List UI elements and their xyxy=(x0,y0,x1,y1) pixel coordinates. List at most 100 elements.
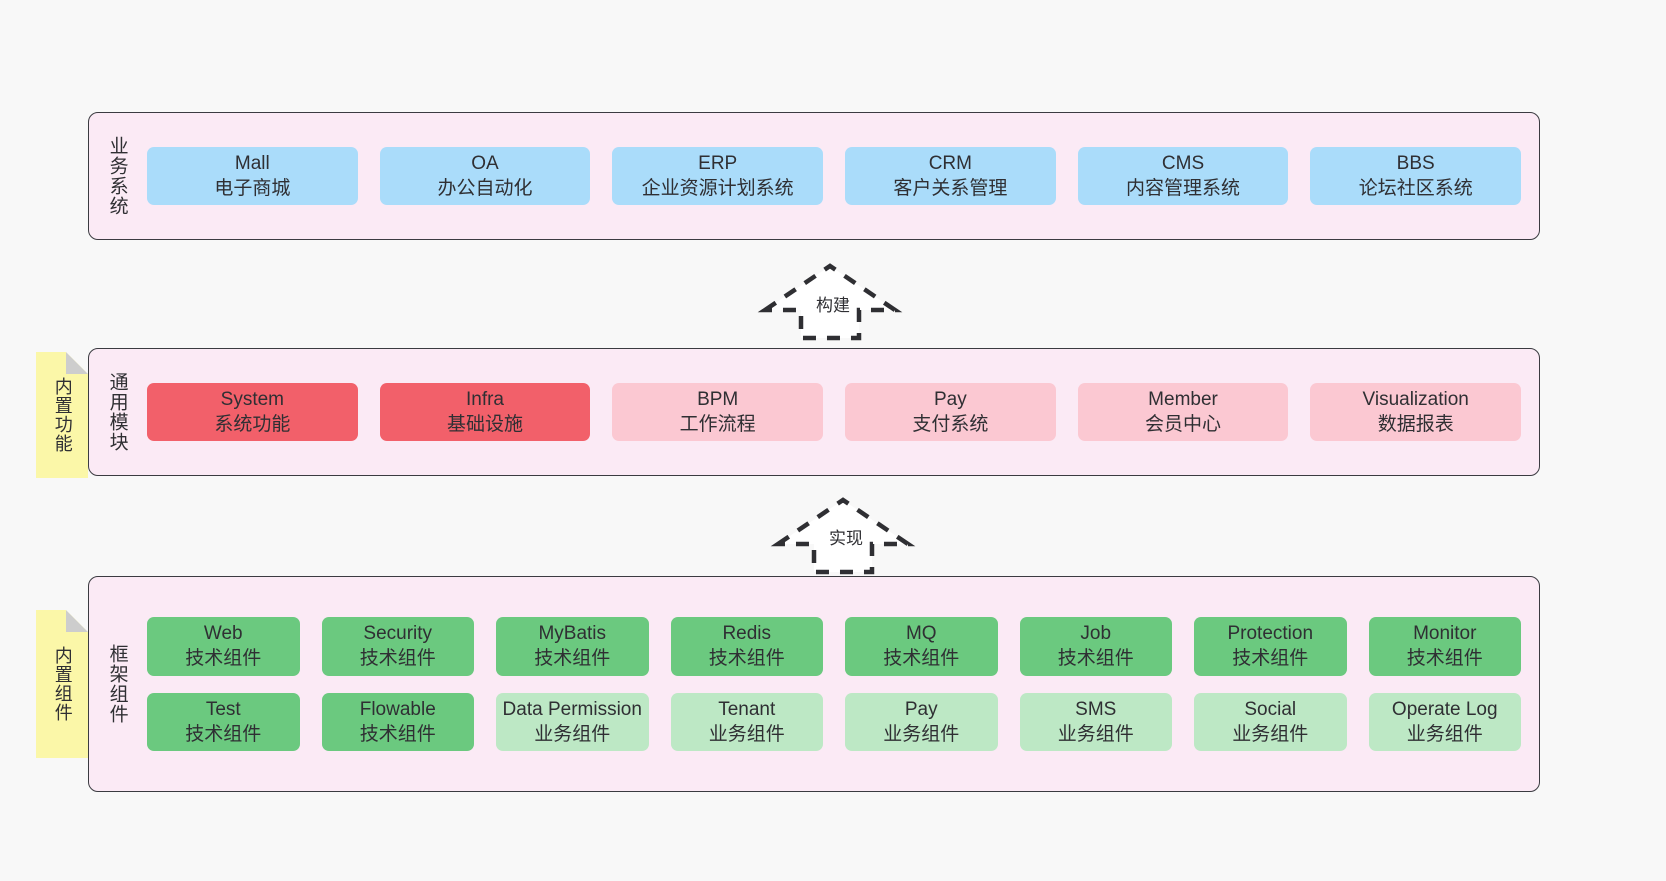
card-title-en: Pay xyxy=(904,698,938,720)
card-title-en: SMS xyxy=(1075,698,1117,720)
card-title-en: MyBatis xyxy=(538,623,607,645)
card-title-cn: 工作流程 xyxy=(679,414,756,435)
card-mall[interactable]: Mall 电子商城 xyxy=(147,146,358,206)
card-member[interactable]: Member 会员中心 xyxy=(1077,382,1289,442)
card-flowable[interactable]: Flowable 技术组件 xyxy=(321,692,474,751)
card-title-cn: 基础设施 xyxy=(447,414,524,435)
card-crm[interactable]: CRM 客户关系管理 xyxy=(845,146,1056,206)
card-title-en: Redis xyxy=(722,623,772,645)
card-title-en: Test xyxy=(205,698,241,720)
layer-business-system: 业务系统 Mall 电子商城 OA 办公自动化 ERP 企业资源计划系统 CRM… xyxy=(88,112,1540,240)
card-visualization[interactable]: Visualization 数据报表 xyxy=(1310,382,1522,442)
note-fold-corner-icon xyxy=(66,352,88,374)
card-title-cn: 技术组件 xyxy=(708,648,785,670)
note-label: 内置组件 xyxy=(52,646,73,722)
card-title-cn: 内容管理系统 xyxy=(1126,178,1241,199)
card-title-cn: 业务组件 xyxy=(534,723,611,745)
card-title-en: Tenant xyxy=(718,698,776,720)
card-title-en: Social xyxy=(1244,698,1297,720)
card-title-en: Member xyxy=(1148,388,1218,410)
card-title-en: Pay xyxy=(933,388,967,410)
card-title-en: BPM xyxy=(697,388,739,410)
card-title-en: Flowable xyxy=(359,698,436,720)
card-row: Test 技术组件 Flowable 技术组件 Data Permission … xyxy=(147,692,1521,751)
card-title-en: BBS xyxy=(1396,152,1435,174)
note-builtin-function: 内置功能 xyxy=(36,352,88,478)
card-title-cn: 技术组件 xyxy=(1232,648,1309,670)
arrow-label-build: 构建 xyxy=(816,296,850,315)
card-redis[interactable]: Redis 技术组件 xyxy=(670,617,823,676)
card-title-cn: 业务组件 xyxy=(1406,723,1483,745)
card-protection[interactable]: Protection 技术组件 xyxy=(1194,617,1347,676)
card-title-cn: 技术组件 xyxy=(185,648,262,670)
card-title-en: CRM xyxy=(928,152,972,174)
card-pay-component[interactable]: Pay 业务组件 xyxy=(845,692,998,751)
card-title-en: Web xyxy=(203,623,243,645)
card-security[interactable]: Security 技术组件 xyxy=(321,617,474,676)
card-title-cn: 客户关系管理 xyxy=(893,178,1008,199)
card-oa[interactable]: OA 办公自动化 xyxy=(379,146,591,206)
card-web[interactable]: Web 技术组件 xyxy=(147,617,300,676)
card-title-cn: 业务组件 xyxy=(1232,723,1309,745)
card-title-cn: 业务组件 xyxy=(883,723,960,745)
card-title-en: Mall xyxy=(234,152,270,174)
note-fold-corner-icon xyxy=(66,610,88,632)
card-title-en: Visualization xyxy=(1362,388,1469,410)
card-mq[interactable]: MQ 技术组件 xyxy=(845,617,998,676)
note-label: 内置功能 xyxy=(52,377,73,453)
card-mybatis[interactable]: MyBatis 技术组件 xyxy=(496,617,649,676)
card-infra[interactable]: Infra 基础设施 xyxy=(379,382,591,442)
card-title-cn: 电子商城 xyxy=(214,178,291,199)
card-social[interactable]: Social 业务组件 xyxy=(1194,692,1347,751)
card-title-en: System xyxy=(220,388,285,410)
card-erp[interactable]: ERP 企业资源计划系统 xyxy=(612,146,824,206)
card-bbs[interactable]: BBS 论坛社区系统 xyxy=(1310,146,1522,206)
card-title-cn: 技术组件 xyxy=(1406,648,1483,670)
card-title-cn: 企业资源计划系统 xyxy=(641,178,794,199)
layer-body-business: Mall 电子商城 OA 办公自动化 ERP 企业资源计划系统 CRM 客户关系… xyxy=(139,113,1539,239)
card-title-en: MQ xyxy=(905,623,937,645)
card-title-cn: 技术组件 xyxy=(359,648,436,670)
card-title-cn: 技术组件 xyxy=(359,723,436,745)
card-title-cn: 数据报表 xyxy=(1377,414,1454,435)
card-test[interactable]: Test 技术组件 xyxy=(147,692,300,751)
card-title-cn: 技术组件 xyxy=(534,648,611,670)
card-title-en: Job xyxy=(1080,623,1112,645)
card-title-cn: 技术组件 xyxy=(1057,648,1134,670)
card-job[interactable]: Job 技术组件 xyxy=(1019,617,1172,676)
arrow-build xyxy=(757,263,903,341)
card-monitor[interactable]: Monitor 技术组件 xyxy=(1368,617,1521,676)
layer-common-module: 通用模块 System 系统功能 Infra 基础设施 BPM 工作流程 Pay… xyxy=(88,348,1540,476)
card-title-cn: 技术组件 xyxy=(883,648,960,670)
card-title-cn: 支付系统 xyxy=(912,414,989,435)
layer-title-business: 业务系统 xyxy=(106,136,128,216)
card-pay[interactable]: Pay 支付系统 xyxy=(845,382,1056,442)
card-title-en: Data Permission xyxy=(502,698,642,720)
layer-body-frame: Web 技术组件 Security 技术组件 MyBatis 技术组件 Redi… xyxy=(139,577,1539,791)
card-system[interactable]: System 系统功能 xyxy=(147,382,358,442)
layer-title-common: 通用模块 xyxy=(106,372,128,452)
arrow-implement xyxy=(770,497,916,575)
card-row: Web 技术组件 Security 技术组件 MyBatis 技术组件 Redi… xyxy=(147,617,1521,676)
card-bpm[interactable]: BPM 工作流程 xyxy=(612,382,824,442)
card-title-en: Security xyxy=(363,623,433,645)
card-title-en: CMS xyxy=(1161,152,1205,174)
card-operate-log[interactable]: Operate Log 业务组件 xyxy=(1368,692,1521,751)
arrow-label-implement: 实现 xyxy=(829,529,863,548)
note-builtin-component: 内置组件 xyxy=(36,610,88,758)
card-title-cn: 技术组件 xyxy=(185,723,262,745)
card-title-cn: 会员中心 xyxy=(1145,414,1222,435)
card-row: System 系统功能 Infra 基础设施 BPM 工作流程 Pay 支付系统… xyxy=(147,382,1522,442)
card-title-cn: 业务组件 xyxy=(708,723,785,745)
card-title-en: Protection xyxy=(1227,623,1314,645)
card-sms[interactable]: SMS 业务组件 xyxy=(1019,692,1172,751)
layer-framework-component: 框架组件 Web 技术组件 Security 技术组件 MyBatis 技术组件… xyxy=(88,576,1540,792)
card-cms[interactable]: CMS 内容管理系统 xyxy=(1077,146,1289,206)
card-data-permission[interactable]: Data Permission 业务组件 xyxy=(496,692,649,751)
card-title-en: Infra xyxy=(465,388,505,410)
card-title-en: ERP xyxy=(698,152,738,174)
card-tenant[interactable]: Tenant 业务组件 xyxy=(670,692,823,751)
card-title-cn: 论坛社区系统 xyxy=(1358,178,1473,199)
card-title-cn: 系统功能 xyxy=(214,414,291,435)
